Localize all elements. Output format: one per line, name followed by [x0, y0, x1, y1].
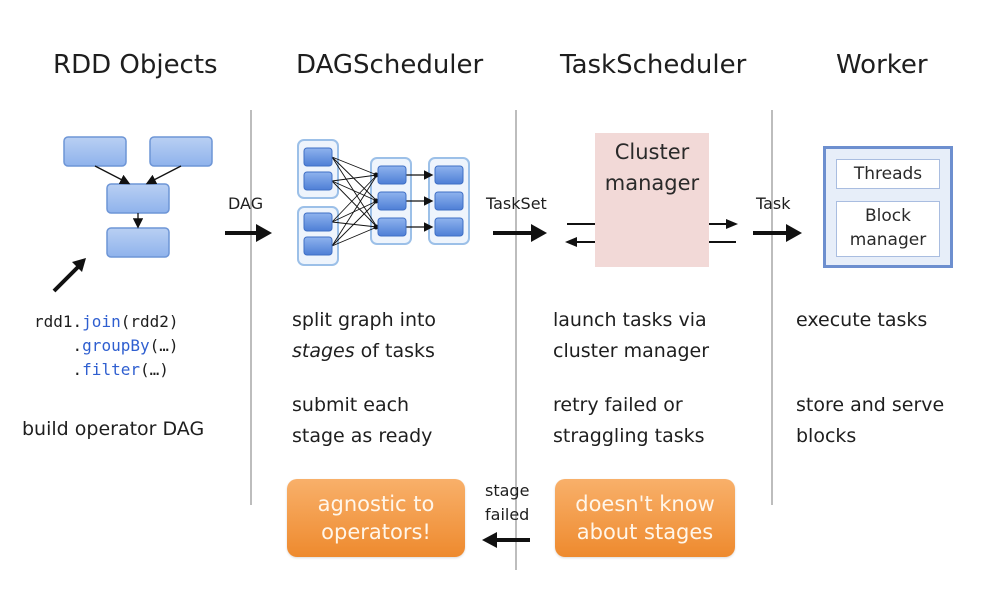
rdd-node-c — [106, 183, 170, 214]
dagscheduler-title: DAGScheduler — [296, 50, 484, 80]
dag-arrow-label: DAG — [228, 194, 264, 213]
task-arrow-label: Task — [756, 194, 791, 213]
doesnt-know-badge-line-1: doesn't know — [575, 492, 715, 516]
stage-failed-label-1: stage — [485, 481, 530, 500]
rdd-node-a — [63, 136, 127, 167]
worker-box: Threads Block manager — [823, 146, 953, 268]
taskset-arrow-label: TaskSet — [486, 194, 547, 213]
rdd-code-line-1: rdd1.join(rdd2) — [34, 312, 179, 331]
block-manager-line-1: Block — [865, 206, 911, 226]
block-manager-line-2: manager — [849, 230, 927, 250]
taskscheduler-title: TaskScheduler — [560, 50, 747, 80]
stage-failed-arrow — [482, 532, 530, 548]
divider-1 — [250, 110, 252, 505]
dag-desc-1-line-1: split graph into — [292, 309, 437, 331]
task-desc-2-line-1: retry failed or — [553, 394, 683, 416]
dag-arrow — [225, 224, 272, 242]
doesnt-know-stages-badge: doesn't know about stages — [555, 479, 735, 557]
taskset-arrow — [493, 224, 547, 242]
divider-3 — [771, 110, 773, 505]
task-desc-1-line-1: launch tasks via — [553, 309, 707, 331]
task-desc-1-line-2: cluster manager — [553, 340, 710, 362]
agnostic-to-operators-badge: agnostic to operators! — [287, 479, 465, 557]
worker-desc-2-line-2: blocks — [796, 425, 857, 447]
task-desc-2-line-2: straggling tasks — [553, 425, 705, 447]
worker-desc-2-line-1: store and serve — [796, 394, 945, 416]
threads-box: Threads — [836, 159, 940, 189]
divider-2 — [515, 110, 517, 570]
task-arrow — [753, 224, 802, 242]
rdd-code-line-3: .filter(…) — [34, 360, 169, 379]
worker-title: Worker — [836, 50, 928, 80]
rdd-node-d — [106, 227, 170, 258]
dag-desc-2-line-2: stage as ready — [292, 425, 433, 447]
dag-desc-1-line-2: stages of tasks — [292, 340, 435, 362]
pointer-arrow — [52, 258, 86, 293]
agnostic-badge-line-2: operators! — [321, 520, 431, 544]
rdd-graph — [63, 136, 213, 258]
dag-desc-2-line-1: submit each — [292, 394, 410, 416]
cluster-manager-line-1: Cluster — [614, 140, 690, 164]
cluster-manager-box: Cluster manager — [595, 133, 709, 267]
rdd-code-line-2: .groupBy(…) — [34, 336, 179, 355]
doesnt-know-badge-line-2: about stages — [576, 520, 714, 544]
worker-desc-1: execute tasks — [796, 309, 928, 331]
stage-failed-label-2: failed — [485, 505, 530, 524]
rdd-node-b — [149, 136, 213, 167]
dag-graph — [297, 139, 470, 266]
block-manager-box: Block manager — [836, 201, 940, 257]
rdd-objects-title: RDD Objects — [53, 50, 218, 80]
agnostic-badge-line-1: agnostic to — [317, 492, 435, 516]
cluster-manager-line-2: manager — [604, 171, 700, 195]
rdd-description: build operator DAG — [22, 418, 205, 440]
